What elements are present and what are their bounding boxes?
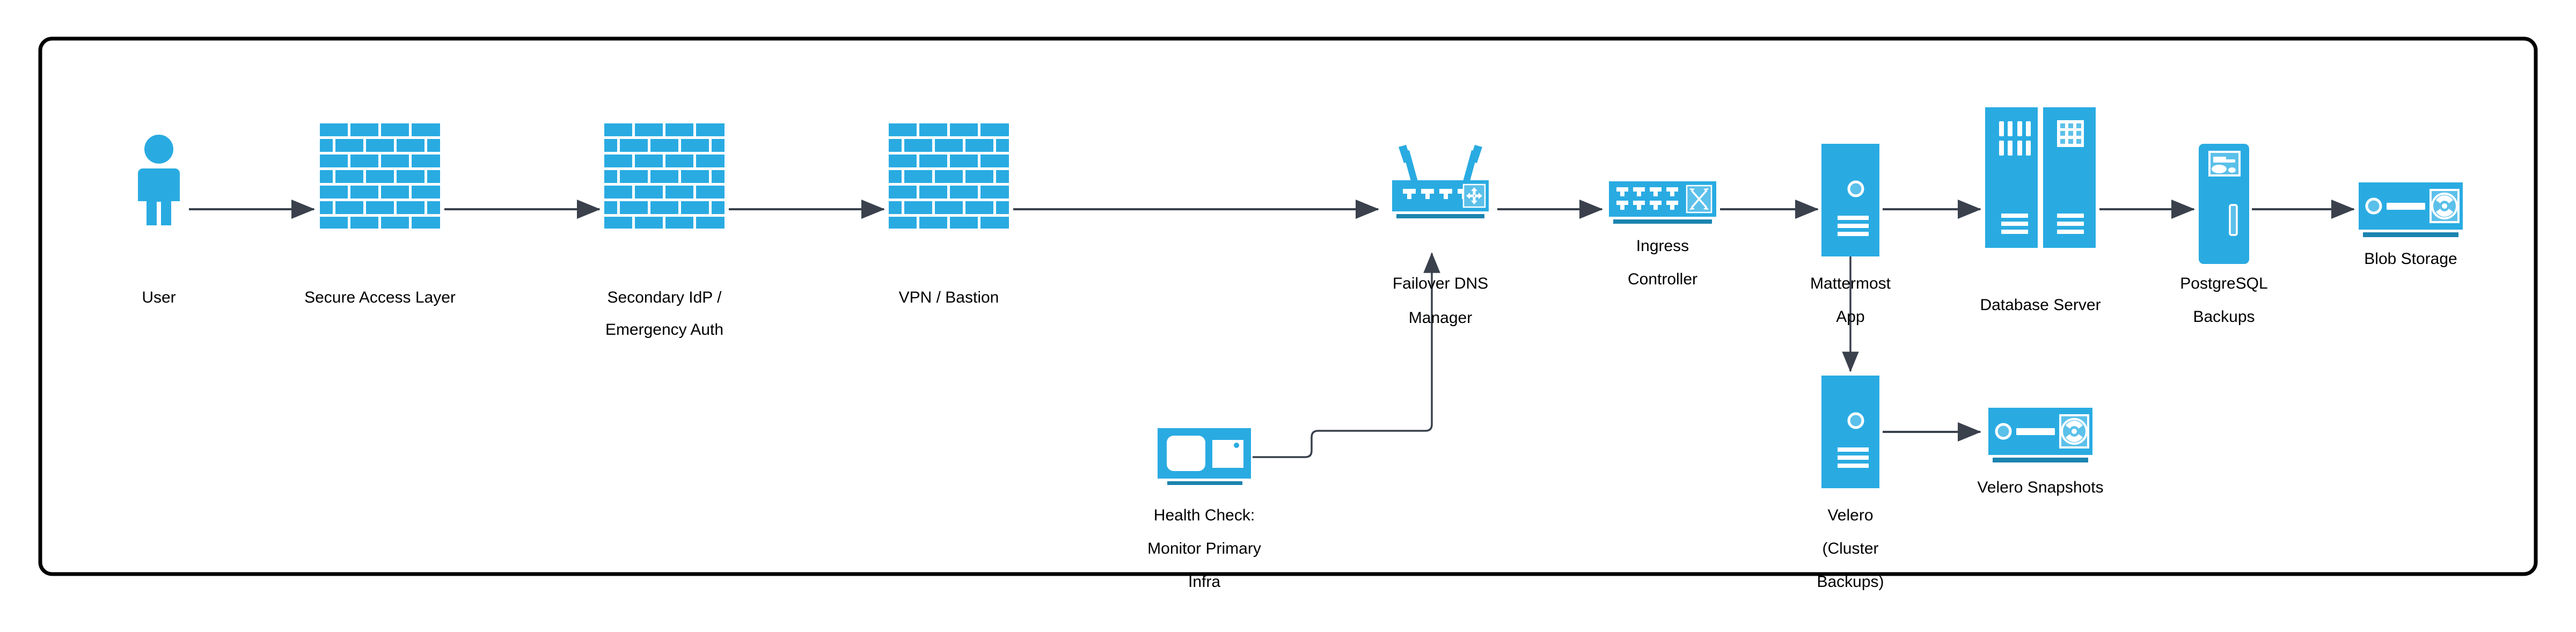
node-secondary-idp-label-line-2: Emergency Auth — [605, 321, 723, 339]
node-health-check-label-line-1: Health Check: — [1154, 506, 1255, 524]
node-secondary-idp-label-line-1: Secondary IdP / — [608, 289, 722, 306]
node-health-check-label-line-3: Infra — [1188, 573, 1220, 591]
edge-health-check-to-failover-dns — [1253, 252, 1440, 458]
node-health-check-label-line-2: Monitor Primary — [1147, 540, 1261, 557]
edges-layer — [189, 200, 2355, 458]
node-secure-access-layer[interactable]: Secure Access Layer — [304, 123, 456, 306]
node-failover-dns-manager[interactable]: Failover DNS Manager — [1391, 144, 1490, 327]
node-ingress-controller[interactable]: Ingress Controller — [1609, 181, 1716, 288]
node-vpn-bastion[interactable]: VPN / Bastion — [889, 123, 1009, 306]
node-velero-cluster-backups-label-line-1: Velero — [1827, 506, 1873, 524]
node-ingress-controller-label-line-2: Controller — [1628, 270, 1697, 288]
diagram-outer-frame — [38, 36, 2538, 576]
disk-storage-array-icon — [1988, 408, 2092, 462]
firewall-brick-wall-icon — [604, 123, 724, 229]
node-velero-cluster-backups[interactable]: Velero (Cluster Backups) — [1817, 376, 1884, 591]
node-postgresql-backups-label-line-2: Backups — [2193, 308, 2255, 326]
node-velero-snapshots[interactable]: Velero Snapshots — [1977, 408, 2104, 496]
node-mattermost-app-label-line-2: App — [1836, 308, 1864, 326]
node-failover-dns-manager-label-line-1: Failover DNS — [1393, 275, 1488, 292]
wireless-router-icon — [1391, 144, 1490, 219]
node-blob-storage-label-line-1: Blob Storage — [2364, 250, 2457, 268]
firewall-brick-wall-icon — [320, 123, 440, 229]
node-failover-dns-manager-label-line-2: Manager — [1409, 309, 1472, 327]
node-secondary-idp[interactable]: Secondary IdP / Emergency Auth — [604, 123, 724, 339]
node-velero-cluster-backups-label-line-3: Backups) — [1817, 573, 1884, 591]
node-postgresql-backups-label-line-1: PostgreSQL — [2180, 275, 2267, 292]
node-velero-cluster-backups-label-line-2: (Cluster — [1822, 540, 1878, 557]
node-database-server[interactable]: Database Server — [1980, 107, 2101, 314]
database-dual-server-icon — [1985, 107, 2096, 248]
node-health-check[interactable]: Health Check: Monitor Primary Infra — [1147, 428, 1261, 591]
monitor-screen-icon — [1158, 428, 1251, 485]
server-tower-icon — [1821, 376, 1879, 488]
node-user-label-line-1: User — [142, 289, 175, 306]
backup-appliance-icon — [2199, 144, 2249, 264]
node-user[interactable]: User — [138, 135, 180, 306]
node-postgresql-backups[interactable]: PostgreSQL Backups — [2180, 144, 2268, 326]
node-blob-storage[interactable]: Blob Storage — [2359, 182, 2463, 268]
disk-storage-array-icon — [2359, 182, 2463, 237]
firewall-brick-wall-icon — [889, 123, 1009, 229]
server-tower-icon — [1821, 144, 1879, 256]
node-mattermost-app-label-line-1: Mattermost — [1810, 275, 1891, 292]
node-mattermost-app[interactable]: Mattermost App — [1810, 144, 1891, 326]
node-vpn-bastion-label-line-1: VPN / Bastion — [899, 289, 999, 306]
node-velero-snapshots-label-line-1: Velero Snapshots — [1977, 479, 2103, 496]
user-person-icon — [138, 135, 180, 225]
node-ingress-controller-label-line-1: Ingress — [1636, 237, 1689, 255]
network-switch-icon — [1609, 181, 1716, 225]
node-secure-access-layer-label-line-1: Secure Access Layer — [304, 289, 456, 306]
node-database-server-label-line-1: Database Server — [1980, 296, 2101, 314]
